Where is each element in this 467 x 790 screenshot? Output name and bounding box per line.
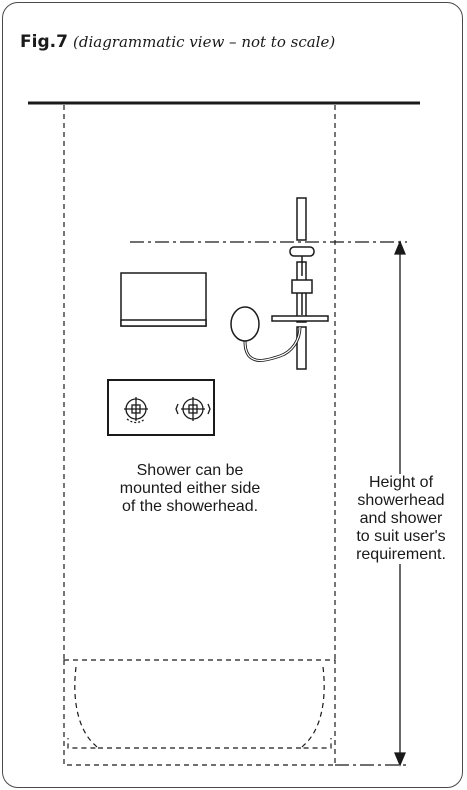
- control-panel: [107, 379, 215, 436]
- bath-outline: [63, 659, 336, 766]
- height-note-line: to suit user's: [356, 528, 446, 545]
- figure-subtitle: (diagrammatic view – not to scale): [73, 33, 336, 51]
- shower-side-note-line: of the showerhead.: [121, 498, 259, 515]
- shower-enclosure: [63, 105, 336, 660]
- shower-unit: [120, 272, 207, 327]
- valve-left-icon: [124, 397, 148, 424]
- shower-side-note-line: Shower can be: [136, 462, 244, 479]
- height-note-line: showerhead: [357, 492, 445, 509]
- rail-shelf: [271, 315, 329, 322]
- height-note-line: requirement.: [356, 546, 446, 563]
- shower-head-icon: [289, 246, 315, 315]
- height-note: Height of showerhead and shower to suit …: [342, 474, 460, 564]
- shower-handset-icon: [230, 306, 260, 342]
- shower-side-note-line: mounted either side: [119, 480, 261, 497]
- height-note-line: Height of: [368, 474, 434, 491]
- figure-title: Fig.7 (diagrammatic view – not to scale): [20, 32, 335, 52]
- shower-side-note: Shower can be mounted either side of the…: [95, 462, 285, 516]
- valve-right-icon: [175, 397, 211, 421]
- figure-label: Fig.7: [20, 32, 68, 52]
- height-note-line: and shower: [359, 510, 443, 527]
